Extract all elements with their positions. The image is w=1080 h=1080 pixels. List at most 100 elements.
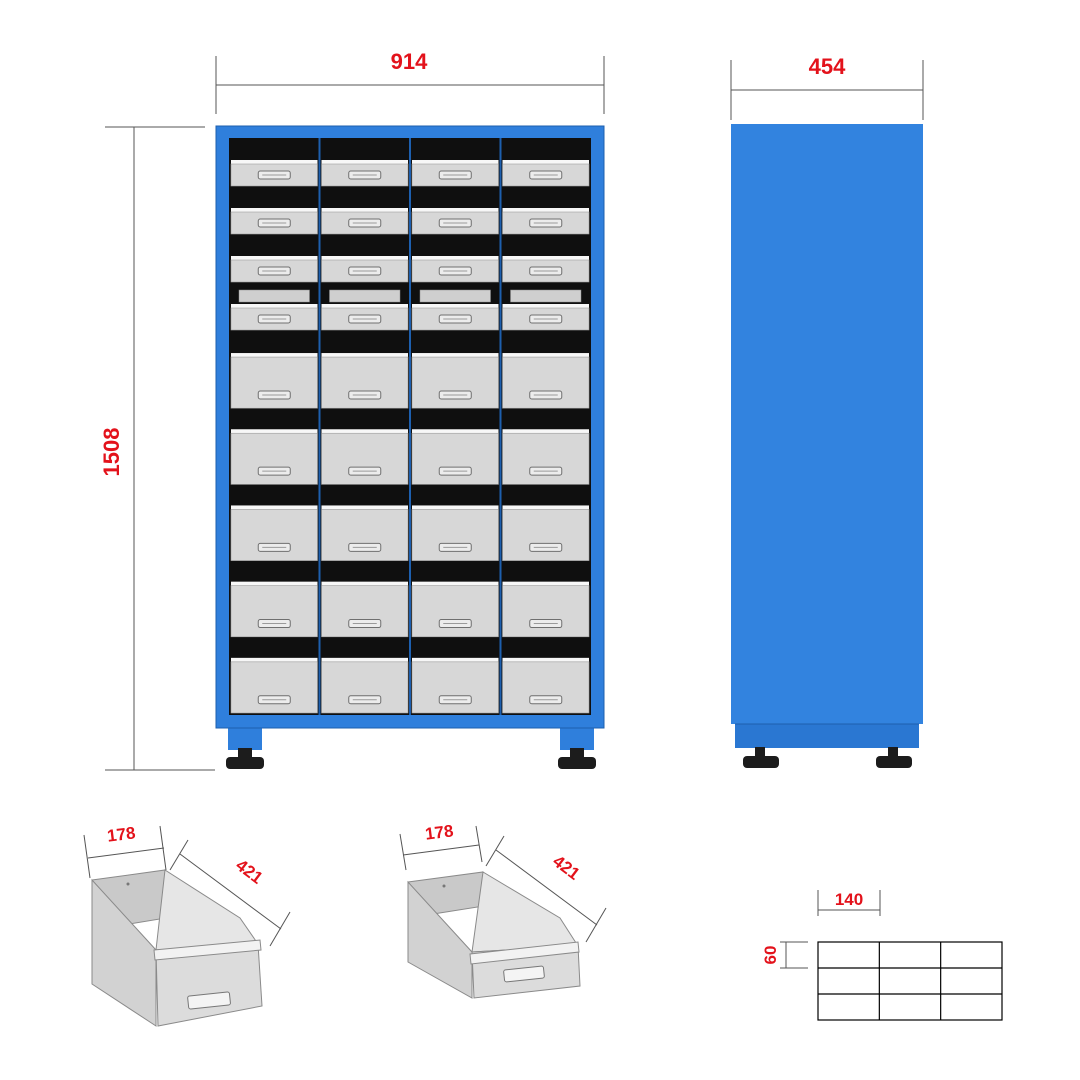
small-bin-slot [321, 256, 409, 283]
large-bin-slot [230, 581, 318, 638]
small-bin-slot [502, 208, 590, 235]
large-bin-slot [321, 581, 409, 638]
column-dividers [318, 138, 502, 715]
bin-handle [257, 542, 291, 552]
cabinet-foot-left [226, 726, 264, 769]
small-bin-slot [502, 256, 590, 283]
large-bin-slot [502, 429, 590, 485]
small-bin-slot [502, 289, 590, 331]
cabinet-width-label: 914 [391, 49, 428, 74]
divider-grid-outline [817, 941, 1003, 1021]
cabinet-height-label: 1508 [99, 428, 124, 477]
small-bin-slot [321, 289, 409, 331]
front-width-dimension: 914 [215, 49, 605, 114]
large-bin-slot [230, 657, 318, 714]
bin-handle [438, 542, 472, 552]
small-bin-slot [411, 160, 499, 187]
small-bin-slot [411, 289, 499, 331]
side-foot-left [743, 747, 779, 768]
front-bin-grid [230, 160, 590, 714]
large-bin-slot [230, 505, 318, 561]
bin-handle [257, 619, 291, 629]
cabinet-side-view [731, 124, 923, 768]
small-bin [407, 871, 581, 999]
bin-handle [529, 390, 563, 400]
large-bin-slot [321, 429, 409, 485]
bin-handle [348, 542, 382, 552]
large-bin-slot [411, 429, 499, 485]
small-bin-slot [230, 208, 318, 235]
cabinet-front-view [215, 125, 605, 769]
bin-handle [348, 466, 382, 476]
bin-handle [257, 170, 291, 180]
small-bin-slot [321, 208, 409, 235]
large-bin-width-label: 178 [106, 823, 136, 845]
bin-handle [529, 695, 563, 705]
bin-handle [257, 390, 291, 400]
large-bin-slot [411, 581, 499, 638]
large-bin-slot [411, 505, 499, 561]
bin-handle [438, 314, 472, 324]
small-bin-depth-label: 421 [549, 851, 583, 883]
bin-handle [257, 466, 291, 476]
large-bin-slot [502, 581, 590, 638]
large-bin-handle [187, 991, 231, 1010]
bin-handle [348, 695, 382, 705]
bin-handle [257, 695, 291, 705]
cabinet-foot-right [558, 726, 596, 769]
bin-handle [257, 218, 291, 228]
bin-handle [348, 170, 382, 180]
divider-insert [510, 289, 582, 303]
bin-handle [348, 218, 382, 228]
divider-insert [419, 289, 491, 303]
large-bin-slot [502, 505, 590, 561]
small-bin-slot [230, 289, 318, 331]
bin-handle [257, 266, 291, 276]
small-bin-handle [503, 965, 545, 983]
bin-handle [529, 170, 563, 180]
bin-handle [529, 266, 563, 276]
large-bin-slot [230, 353, 318, 409]
small-bin-slot [502, 160, 590, 187]
divider-grid [817, 941, 1003, 1021]
divider-grid-dimensions: 140 60 [761, 890, 881, 969]
small-bin-width-label: 178 [424, 821, 454, 843]
large-bin-slot [321, 657, 409, 714]
bin-handle [438, 619, 472, 629]
bin-handle [438, 466, 472, 476]
bin-handle [438, 390, 472, 400]
side-foot-right [876, 747, 912, 768]
bin-handle [529, 619, 563, 629]
large-bin-depth-label: 421 [232, 855, 266, 887]
bin-handle [348, 619, 382, 629]
bin-handle [529, 466, 563, 476]
divider-insert [238, 289, 310, 303]
small-bin-slot [411, 256, 499, 283]
large-bin-slot [411, 353, 499, 409]
bin-handle [438, 266, 472, 276]
divider-width-label: 140 [835, 890, 863, 909]
small-bin-slot [321, 160, 409, 187]
bin-handle [529, 218, 563, 228]
side-panel [731, 124, 923, 724]
bin-handle [257, 314, 291, 324]
divider-height-label: 60 [761, 946, 780, 965]
small-bin-slot [230, 160, 318, 187]
cabinet-depth-label: 454 [809, 54, 846, 79]
bin-handle [348, 314, 382, 324]
bin-handle [348, 266, 382, 276]
bin-handle [348, 390, 382, 400]
side-depth-dimension: 454 [730, 54, 924, 120]
large-bin-slot [230, 429, 318, 485]
large-bin [91, 869, 263, 1027]
small-bin-slot [230, 256, 318, 283]
bin-handle [529, 314, 563, 324]
front-height-dimension: 1508 [99, 126, 215, 771]
divider-insert [329, 289, 401, 303]
bin-handle [438, 695, 472, 705]
bin-handle [529, 542, 563, 552]
large-bin-slot [321, 353, 409, 409]
large-bin-slot [321, 505, 409, 561]
bin-handle [438, 218, 472, 228]
